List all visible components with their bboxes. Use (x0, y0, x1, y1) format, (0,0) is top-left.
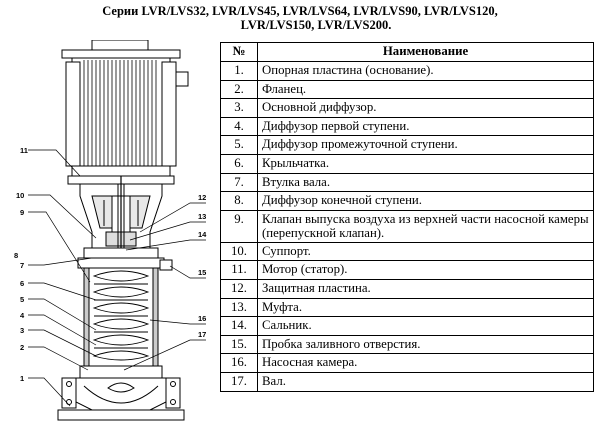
part-number: 11. (220, 260, 258, 280)
part-name: Суппорт. (257, 241, 594, 262)
table-row: 15.Пробка заливного отверстия. (220, 334, 594, 355)
callout-12: 12 (198, 193, 206, 202)
part-number: 8. (220, 191, 258, 211)
part-name: Диффузор первой ступени. (257, 116, 594, 137)
part-name: Муфта. (257, 297, 594, 318)
callout-10: 10 (16, 191, 24, 200)
callout-3: 3 (20, 326, 24, 335)
part-name: Диффузор промежуточной ступени. (257, 135, 594, 155)
part-number: 6. (220, 153, 258, 174)
table-row: 5.Диффузор промежуточной ступени. (220, 135, 594, 155)
table-row: 1.Опорная пластина (основание). (220, 61, 594, 81)
part-name: Пробка заливного отверстия. (257, 334, 594, 355)
part-name: Мотор (статор). (257, 260, 594, 280)
parts-table-body: 1.Опорная пластина (основание).2.Фланец.… (220, 61, 594, 392)
part-name: Сальник. (257, 316, 594, 336)
callout-11: 11 (20, 146, 28, 155)
part-number: 4. (220, 116, 258, 137)
part-number: 3. (220, 98, 258, 118)
pump-head (77, 247, 173, 271)
pump-diagram: 11 10 9 7 6 5 4 3 2 1 12 13 14 15 16 17 … (14, 40, 207, 421)
callout-8: 8 (14, 251, 18, 260)
table-row: 13.Муфта. (220, 297, 594, 318)
part-name: Диффузор конечной ступени. (257, 191, 594, 211)
motor (61, 40, 189, 185)
part-name: Клапан выпуска воздуха из верхней части … (257, 209, 594, 243)
part-number: 1. (220, 61, 258, 81)
part-number: 7. (220, 172, 258, 193)
table-row: 2.Фланец. (220, 79, 594, 100)
callout-4: 4 (20, 311, 25, 320)
callout-7: 7 (20, 261, 24, 270)
part-number: 17. (220, 371, 258, 392)
table-row: 9.Клапан выпуска воздуха из верхней част… (220, 209, 594, 243)
part-name: Основной диффузор. (257, 98, 594, 118)
table-row: 11.Мотор (статор). (220, 260, 594, 280)
part-number: 16. (220, 353, 258, 373)
table-row: 4.Диффузор первой ступени. (220, 116, 594, 137)
callout-6: 6 (20, 279, 24, 288)
leader-lines (28, 149, 206, 407)
part-number: 12. (220, 278, 258, 299)
callout-17: 17 (198, 330, 206, 339)
part-name: Защитная пластина. (257, 278, 594, 299)
callout-13: 13 (198, 212, 206, 221)
part-name: Фланец. (257, 79, 594, 100)
part-number: 15. (220, 334, 258, 355)
callout-2: 2 (20, 343, 24, 352)
table-row: 10.Суппорт. (220, 241, 594, 262)
table-header-row: № Наименование (220, 42, 594, 62)
part-number: 13. (220, 297, 258, 318)
part-name: Втулка вала. (257, 172, 594, 193)
pump-chamber (83, 267, 159, 369)
callout-16: 16 (198, 314, 206, 323)
table-row: 16.Насосная камера. (220, 353, 594, 373)
table-row: 14.Сальник. (220, 316, 594, 336)
table-row: 7.Втулка вала. (220, 172, 594, 193)
diagram-title-line1: Серии LVR/LVS32, LVR/LVS45, LVR/LVS64, L… (102, 4, 498, 18)
callout-1: 1 (20, 374, 24, 383)
table-row: 17.Вал. (220, 371, 594, 392)
callout-5: 5 (20, 295, 24, 304)
part-name: Крыльчатка. (257, 153, 594, 174)
callout-15: 15 (198, 268, 206, 277)
part-number: 10. (220, 241, 258, 262)
part-name: Опорная пластина (основание). (257, 61, 594, 81)
part-name: Насосная камера. (257, 353, 594, 373)
part-name: Вал. (257, 371, 594, 392)
header-name: Наименование (257, 42, 594, 62)
part-number: 14. (220, 316, 258, 336)
parts-table: № Наименование 1.Опорная пластина (основ… (220, 42, 594, 392)
table-row: 8.Диффузор конечной ступени. (220, 191, 594, 211)
callout-9: 9 (20, 208, 24, 217)
callout-14: 14 (198, 230, 207, 239)
table-row: 6.Крыльчатка. (220, 153, 594, 174)
pump-base (57, 365, 185, 421)
table-row: 12.Защитная пластина. (220, 278, 594, 299)
part-number: 9. (220, 209, 258, 243)
diagram-title-line2: LVR/LVS150, LVR/LVS200. (240, 18, 392, 32)
part-number: 2. (220, 79, 258, 100)
header-num: № (220, 42, 258, 62)
table-row: 3.Основной диффузор. (220, 98, 594, 118)
part-number: 5. (220, 135, 258, 155)
